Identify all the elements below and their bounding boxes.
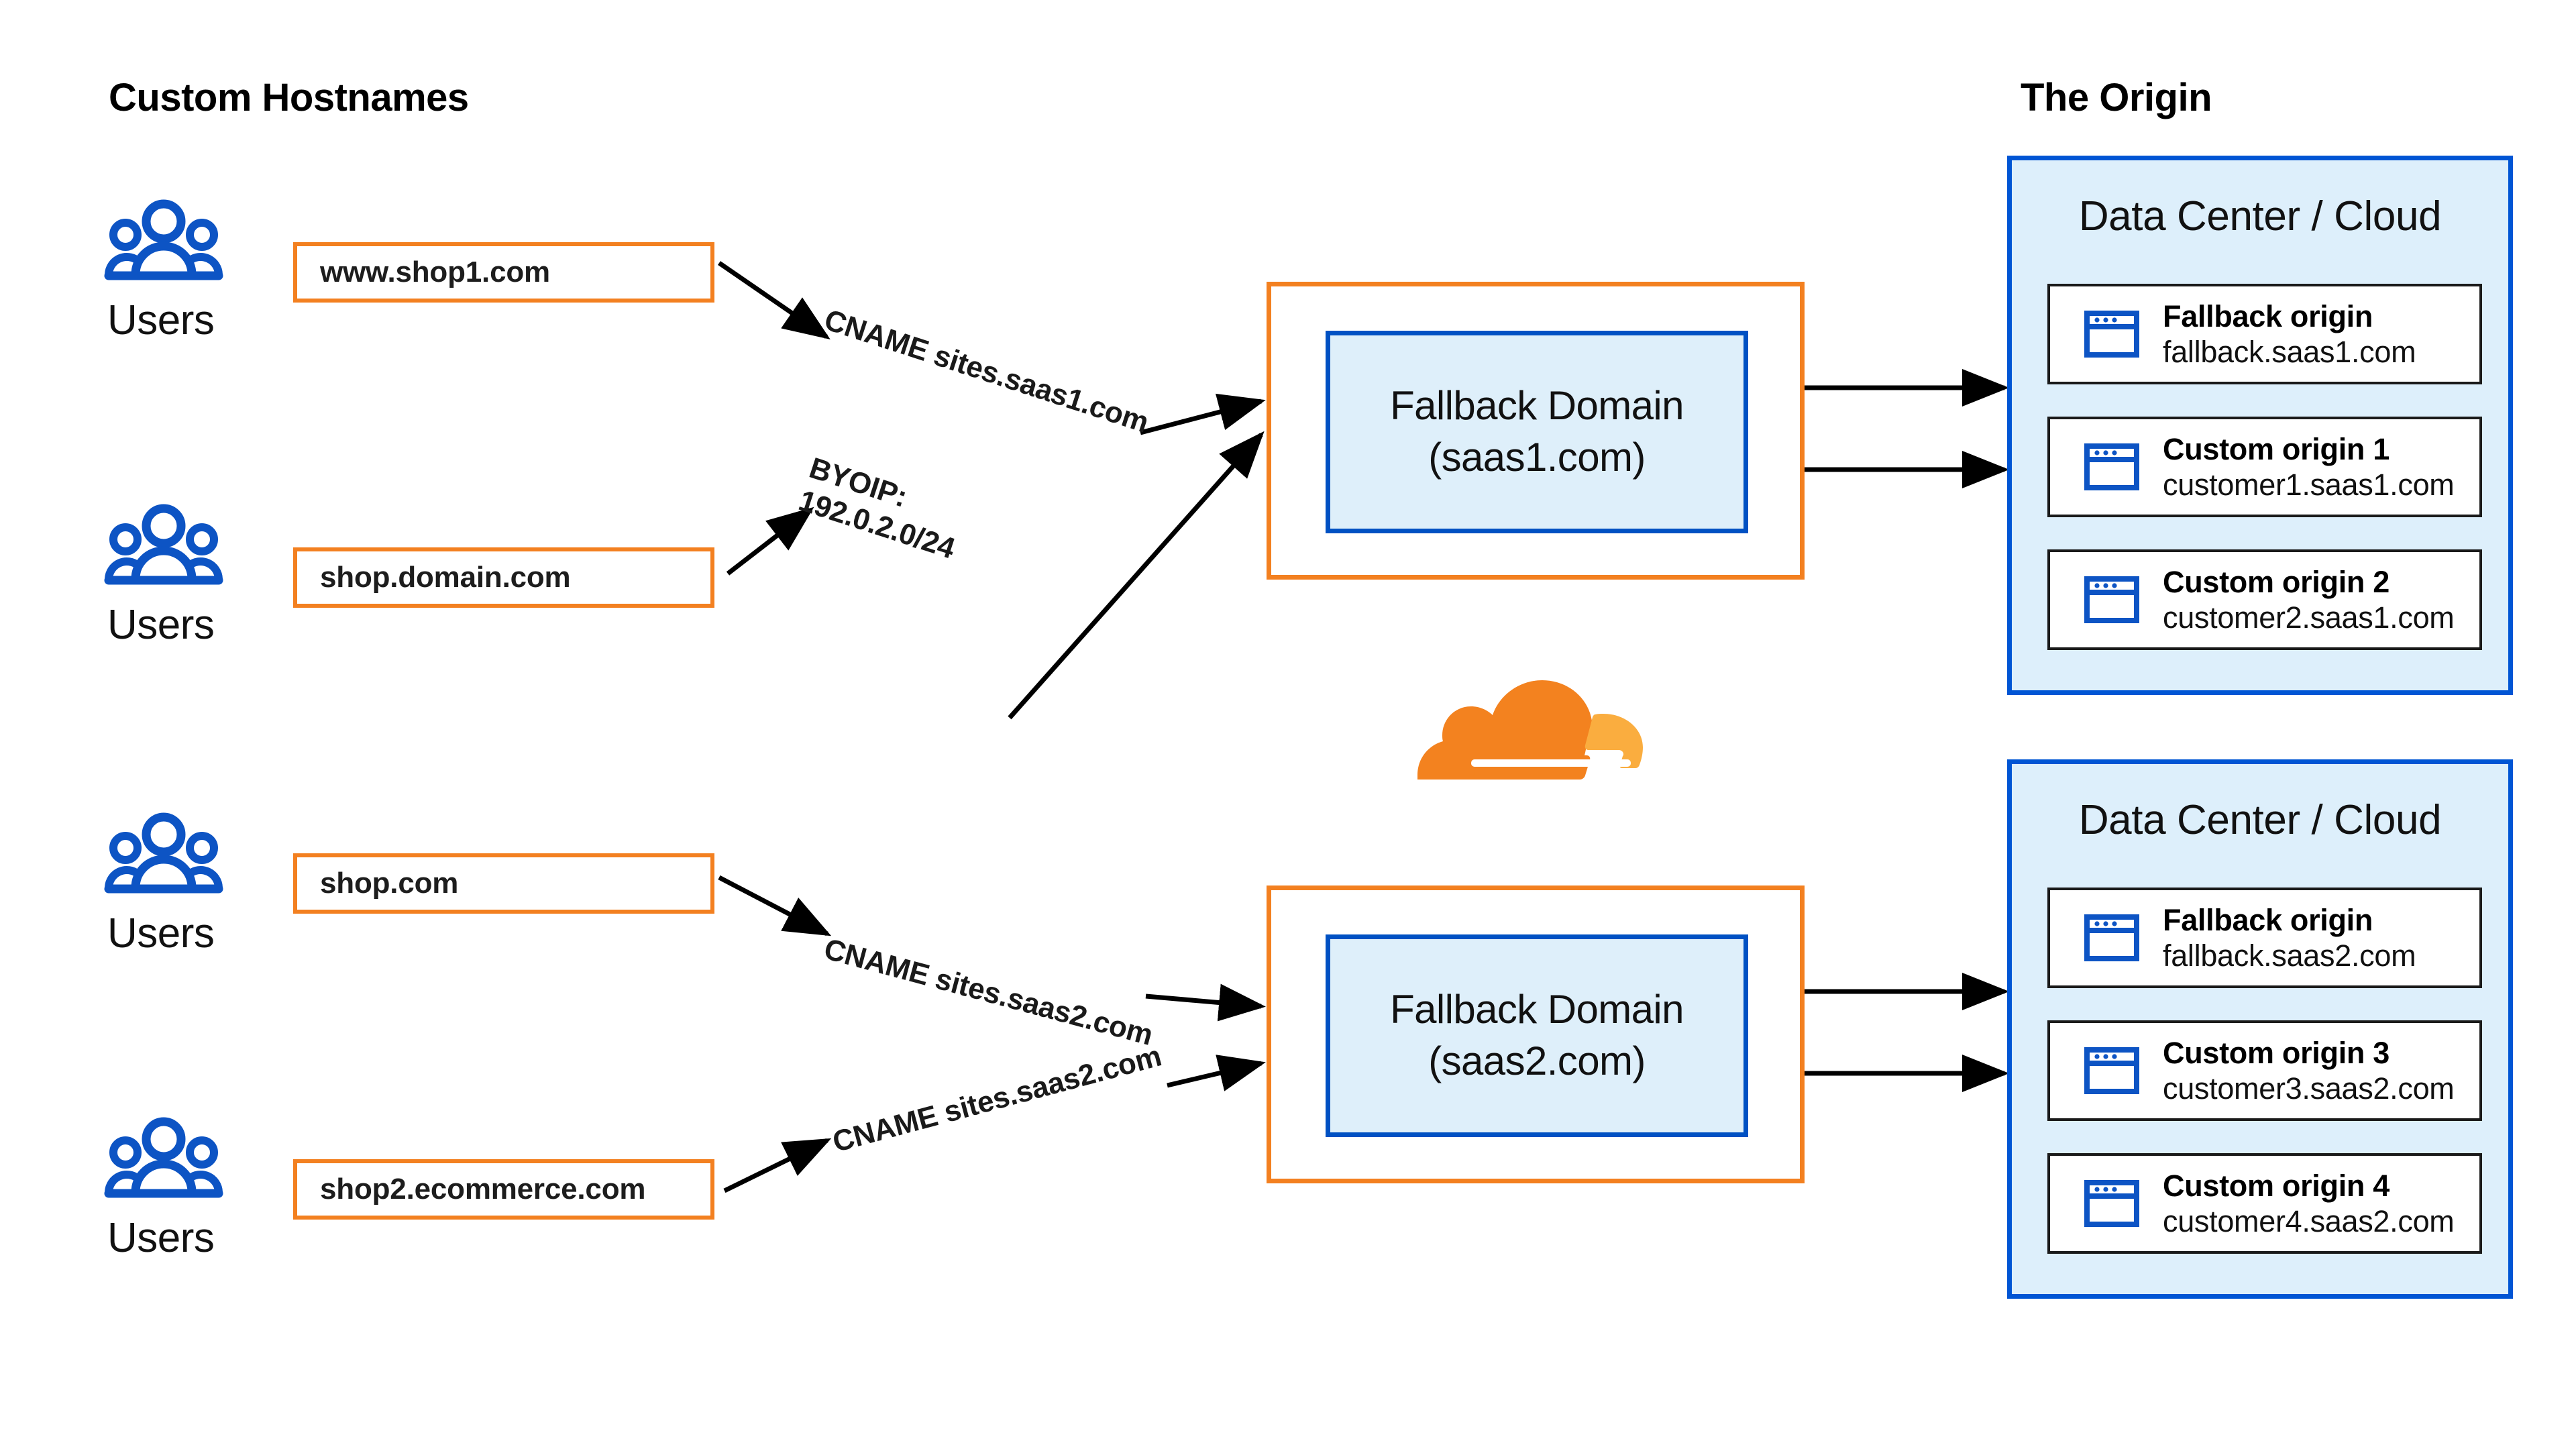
cloudflare-logo-icon <box>1417 680 1643 780</box>
fallback-domain-line2: (saas1.com) <box>1428 435 1646 480</box>
origin-host: customer1.saas1.com <box>2163 468 2455 502</box>
origin-host: fallback.saas2.com <box>2163 938 2416 973</box>
origin-host: customer3.saas2.com <box>2163 1071 2455 1106</box>
arrow-hostname2-label <box>726 506 814 576</box>
users-label-4: Users <box>107 1215 215 1261</box>
users-group-3 <box>104 812 223 894</box>
users-group-icon <box>104 504 223 585</box>
arrow-label-fallback2-a <box>1145 983 1266 1022</box>
hostname-box-4[interactable]: shop2.ecommerce.com <box>293 1159 714 1220</box>
browser-window-icon <box>2084 311 2139 358</box>
arrow-hostname1-label <box>718 261 830 339</box>
edge-label-cname-saas1: CNAME sites.saas1.com <box>820 303 1153 439</box>
origin-host: fallback.saas1.com <box>2163 335 2416 369</box>
data-center-panel-1: Data Center / Cloud Fallback origin fall… <box>2007 156 2513 695</box>
origin-host: customer4.saas2.com <box>2163 1204 2455 1238</box>
fallback-domain-2[interactable]: Fallback Domain (saas2.com) <box>1326 934 1748 1137</box>
users-label-3: Users <box>107 910 215 957</box>
hostname-box-1[interactable]: www.shop1.com <box>293 242 714 303</box>
origin-name: Fallback origin <box>2163 902 2373 937</box>
users-group-icon <box>104 1117 223 1198</box>
arrow-label-fallback1-b <box>1008 431 1265 720</box>
users-group-icon <box>104 199 223 280</box>
column-title-custom-hostnames: Custom Hostnames <box>109 76 469 119</box>
browser-window-icon <box>2084 443 2139 490</box>
users-group-2 <box>104 504 223 585</box>
browser-window-icon <box>2084 1047 2139 1094</box>
origin-card-custom-1[interactable]: Custom origin 1 customer1.saas1.com <box>2047 417 2482 517</box>
data-center-panel-2: Data Center / Cloud Fallback origin fall… <box>2007 759 2513 1299</box>
origin-card-custom-2[interactable]: Custom origin 2 customer2.saas1.com <box>2047 549 2482 650</box>
users-label-1: Users <box>107 297 215 343</box>
cloudflare-logo <box>1412 679 1660 800</box>
users-group-4 <box>104 1117 223 1198</box>
edge-label-cname-saas2-b: CNAME sites.saas2.com <box>829 1039 1165 1159</box>
origin-host: customer2.saas1.com <box>2163 600 2455 635</box>
fallback-domain-line1: Fallback Domain <box>1390 383 1684 429</box>
users-label-2: Users <box>107 602 215 648</box>
edge-label-byoip: BYOIP: 192.0.2.0/24 <box>794 451 969 566</box>
users-group-icon <box>104 812 223 894</box>
origin-name: Custom origin 2 <box>2163 564 2390 599</box>
arrow-label-fallback2-b <box>1167 1055 1266 1091</box>
hostname-box-3[interactable]: shop.com <box>293 853 714 914</box>
origin-card-custom-3[interactable]: Custom origin 3 customer3.saas2.com <box>2047 1020 2482 1121</box>
origin-card-fallback-1[interactable]: Fallback origin fallback.saas1.com <box>2047 284 2482 384</box>
edge-label-cname-saas2-a: CNAME sites.saas2.com <box>820 932 1157 1052</box>
fallback-domain-line1: Fallback Domain <box>1390 987 1684 1032</box>
arrow-hostname3-label <box>718 875 832 936</box>
browser-window-icon <box>2084 576 2139 623</box>
column-title-the-origin: The Origin <box>2021 76 2212 119</box>
origin-name: Custom origin 3 <box>2163 1035 2390 1070</box>
hostname-value: www.shop1.com <box>320 256 550 288</box>
browser-window-icon <box>2084 914 2139 961</box>
arrow-label-fallback1-a <box>1140 393 1266 435</box>
origin-name: Custom origin 4 <box>2163 1168 2390 1203</box>
fallback-domain-1[interactable]: Fallback Domain (saas1.com) <box>1326 331 1748 533</box>
data-center-title: Data Center / Cloud <box>2078 193 2442 239</box>
hostname-value: shop.domain.com <box>320 561 571 594</box>
users-group-1 <box>104 199 223 280</box>
arrow-hostname4-label <box>723 1138 832 1193</box>
origin-card-custom-4[interactable]: Custom origin 4 customer4.saas2.com <box>2047 1153 2482 1254</box>
fallback-domain-line2: (saas2.com) <box>1428 1038 1646 1083</box>
hostname-box-2[interactable]: shop.domain.com <box>293 547 714 608</box>
origin-name: Fallback origin <box>2163 299 2373 333</box>
hostname-value: shop.com <box>320 867 459 900</box>
hostname-value: shop2.ecommerce.com <box>320 1173 646 1205</box>
origin-card-fallback-2[interactable]: Fallback origin fallback.saas2.com <box>2047 888 2482 988</box>
origin-name: Custom origin 1 <box>2163 431 2390 466</box>
browser-window-icon <box>2084 1180 2139 1227</box>
data-center-title: Data Center / Cloud <box>2078 797 2442 843</box>
